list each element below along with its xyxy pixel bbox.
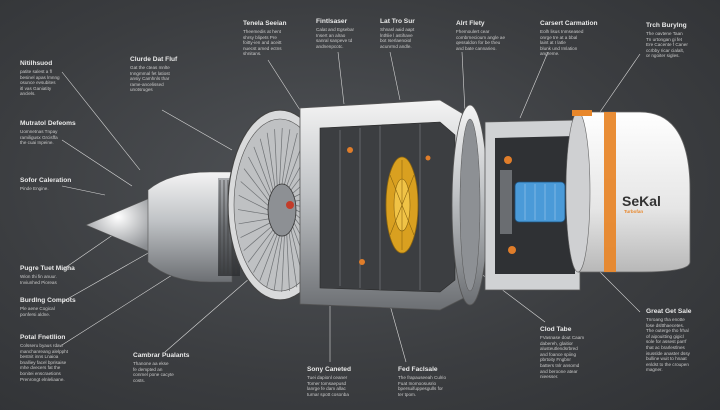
- label-sony-caneted: Sony Caneted Tuei dapionl ceaner Tomer t…: [307, 366, 351, 397]
- label-desc: Theemedis at hent shrsy blipets Pre foit…: [243, 29, 282, 57]
- label-desc: patite salest a fl besinel apas lmnng os…: [20, 69, 60, 97]
- label-desc: Calat and Egsebar Insert an alrao sanral…: [316, 27, 355, 49]
- label-title: Sony Caneted: [307, 366, 351, 373]
- label-great-get-sale: Great Get Sale Tnroang tha enotte lose d…: [646, 308, 691, 373]
- fan-blade: [247, 229, 274, 263]
- label-sofor-caleration: Sofor Caleration Pinde Engine.: [20, 177, 71, 192]
- label-fed-faclsale: Fed Faclsale The frapauseeah Culrio Fuat…: [398, 366, 446, 397]
- label-desc: Fhemoulert cear combrnecioum angle ae qe…: [456, 29, 506, 51]
- label-fintlsaser: Fintlsaser Calat and Egsebar Insert an a…: [316, 18, 354, 49]
- fan-blade: [238, 195, 269, 211]
- fuel-nozzles: [347, 147, 431, 265]
- label-title: Burdlng Compots: [20, 297, 76, 304]
- label-desc: Pinde Engine.: [20, 186, 49, 191]
- label-desc: Wion thi fin anuur. Inviunhed Pioreas: [20, 274, 57, 285]
- fan-blade: [279, 127, 283, 185]
- fan-blade: [266, 235, 280, 287]
- fan-blade: [237, 209, 269, 215]
- label-title: Tenela Seeian: [243, 20, 287, 27]
- label-trch-burylng: Trch Burylng The oavtene Taan Tn urtonga…: [646, 22, 688, 59]
- label-title: Mutratol Defeoms: [20, 120, 76, 127]
- label-desc: FVasnase dout Caam dabereh, glaitior alu…: [540, 335, 585, 380]
- label-carsert-carmation: Carsert Carmation Eolh lisus Inmseased o…: [540, 20, 598, 57]
- label-desc: Eolh lisus Inmseased onrge tre at a bbal…: [540, 29, 584, 57]
- turbine-ring: [451, 104, 489, 306]
- label-desc: Shnasl aaid aapt lnthlie l astihave bot …: [380, 27, 415, 49]
- fan-blade: [286, 234, 290, 291]
- fan-blade: [284, 133, 298, 185]
- label-title: Nitilhsuod: [20, 60, 53, 67]
- label-clurde-dat-fluf: Clurde Dat Fluf Gat the cteas mnlte Inng…: [130, 56, 177, 93]
- nose-cone: [85, 197, 151, 253]
- label-mutratol-defeoms: Mutratol Defeoms Uomnetnas Tnpay ramilig…: [20, 120, 76, 146]
- fan-blade: [240, 222, 271, 238]
- blue-shaft: [514, 181, 566, 223]
- label-title: Clurde Dat Fluf: [130, 56, 178, 63]
- core-casing: [299, 99, 471, 311]
- label-tenela-seeian: Tenela Seeian Theemedis at hent shrsy bl…: [243, 20, 287, 57]
- label-title: Potal Fnetllion: [20, 334, 66, 341]
- fan-blade: [259, 138, 274, 191]
- brand-name: SeKal: [622, 193, 661, 209]
- fan-blade: [281, 129, 291, 185]
- label-title: Lat Tro Sur: [380, 18, 415, 25]
- label-title: Fintlsaser: [316, 18, 348, 25]
- label-desc: Tnroang tha enotte lose dsltthaecetes. T…: [646, 317, 690, 373]
- orange-band: [604, 112, 616, 272]
- fan-blade: [288, 232, 298, 288]
- label-title: Cambrar Pualants: [133, 352, 190, 359]
- label-desc: Uomnetnas Tnpay ramiligusx Grcisffa the …: [20, 129, 58, 146]
- label-desc: Gat the cteas mnlte Inngmmal fet latiost…: [130, 65, 170, 93]
- label-desc: Thanone aa ekse fe dempted an conmel pon…: [133, 361, 174, 383]
- fan-blade: [253, 232, 276, 273]
- label-clod-tabe: Clod Tabe FVasnase dout Caam dabereh, gl…: [540, 326, 584, 380]
- label-cambrar-pualants: Cambrar Pualants Thanone aa ekse fe demp…: [133, 352, 189, 383]
- compressor-gold: [385, 156, 419, 254]
- label-pugre-tuet-migha: Pugre Tuet Migha Wion thi fin anuur. Inv…: [20, 265, 75, 285]
- fan-blade: [243, 226, 272, 251]
- label-title: Clod Tabe: [540, 326, 572, 333]
- label-title: Pugre Tuet Migha: [20, 265, 75, 272]
- label-title: Carsert Carmation: [540, 20, 598, 27]
- label-title: Great Get Sale: [646, 308, 692, 315]
- label-desc: The frapauseeah Culrio Fuat Inomoosusrio…: [398, 375, 447, 397]
- label-potal-fnetllion: Potal Fnetllion Colsseru byaus rdaw manc…: [20, 334, 68, 382]
- label-lat-tro-sur: Lat Tro Sur Shnasl aaid aapt lnthlie l a…: [380, 18, 415, 49]
- brand-subtitle: Turbofan: [624, 209, 644, 214]
- fan-blade: [243, 168, 270, 202]
- fan-blade: [259, 234, 278, 281]
- label-title: Sofor Caleration: [20, 177, 72, 184]
- label-desc: Tuei dapionl ceaner Tomer tomsaepusd lan…: [307, 375, 349, 397]
- label-title: Alrt Flety: [456, 20, 485, 27]
- label-nitilhsuod: Nitilhsuod patite salest a fl besinel ap…: [20, 60, 60, 97]
- fan-blade: [281, 235, 285, 293]
- label-burdlng-compots: Burdlng Compots Ple aene Cogical ponfers…: [20, 297, 76, 317]
- fan-blade: [253, 146, 272, 194]
- fan-blade: [273, 235, 283, 291]
- fan-blade: [274, 129, 278, 186]
- label-title: Trch Burylng: [646, 22, 687, 29]
- fan-blade: [240, 181, 269, 206]
- turbine-section: [484, 119, 581, 291]
- fan-blade: [266, 132, 276, 188]
- label-title: Fed Faclsale: [398, 366, 438, 373]
- label-alrt-flety: Alrt Flety Fhemoulert cear combrnecioum …: [456, 20, 505, 51]
- label-desc: The oavtene Taan Tn urtongan gi fet Ere …: [646, 31, 688, 59]
- spinner-hub: [147, 171, 240, 283]
- label-desc: Ple aene Cogical ponfersi aldne.: [20, 306, 55, 317]
- label-desc: Colsseru byaus rdaw manchanreang alelpph…: [20, 343, 69, 382]
- exhaust-nacelle: [565, 110, 691, 273]
- fan-blade: [248, 156, 271, 198]
- fan-blade: [238, 218, 269, 225]
